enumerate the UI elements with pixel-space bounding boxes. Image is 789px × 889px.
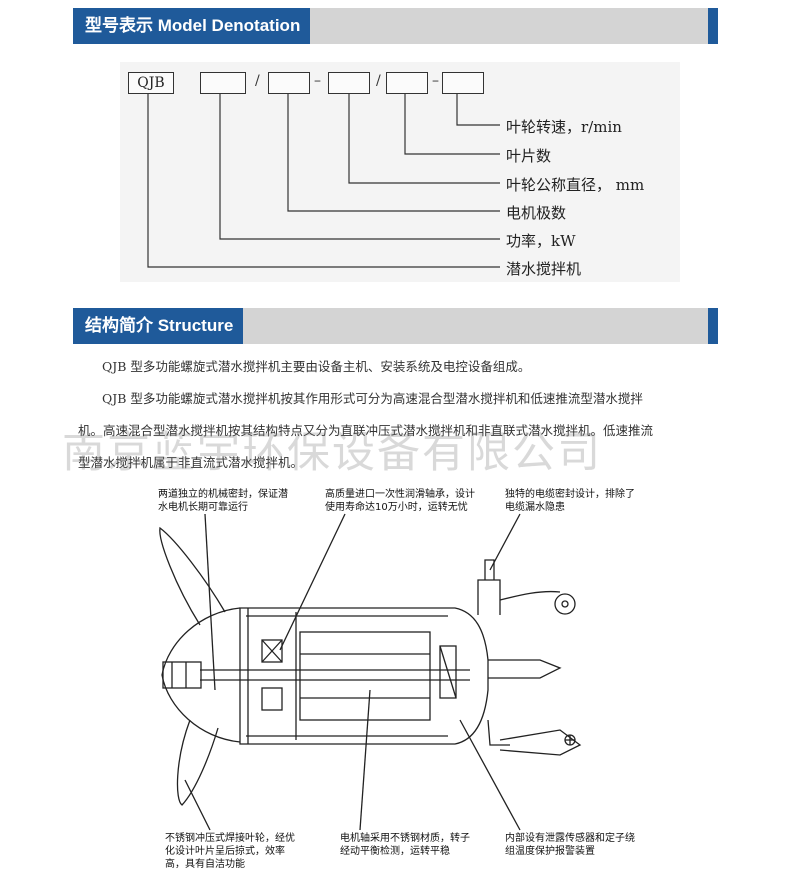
legend-mixer: 潜水搅拌机 [506, 260, 582, 278]
bracket-pivot [554, 593, 576, 615]
separator-slash: / [255, 73, 260, 89]
poles-box [268, 72, 310, 94]
denotation-leader-lines [147, 94, 500, 268]
speed-box [442, 72, 484, 94]
blades-box [386, 72, 428, 94]
power-box [200, 72, 246, 94]
callout-cable-seal: 独特的电缆密封设计，排除了 电缆漏水隐患 [505, 488, 635, 514]
model-denotation-diagram: QJB / – / – 叶轮转速，r/min 叶片数 叶轮公称直径， mm 电机… [120, 62, 680, 282]
stator-core [299, 631, 431, 721]
callout-motor-shaft: 电机轴采用不锈钢材质，转子 经动平衡检测，运转平稳 [340, 832, 470, 858]
structure-header: 结构简介 Structure [73, 308, 718, 344]
watermark: 南京蓝宇环保设备有限公司 [62, 428, 602, 478]
leader-sensors [459, 719, 521, 831]
leader-bearing [279, 513, 346, 651]
impeller-hub [161, 607, 241, 743]
model-denotation-title: 型号表示 Model Denotation [73, 8, 311, 44]
callout-line: 水电机长期可靠运行 [158, 502, 248, 513]
callout-sensors: 内部设有泄露传感器和定子绕 组温度保护报警装置 [505, 832, 635, 858]
impeller-blade-top [159, 526, 226, 626]
callout-line: 电缆漏水隐患 [505, 502, 565, 513]
model-prefix-box: QJB [128, 72, 174, 94]
paragraph-types-line3: 型潜水搅拌机属于非直流式潜水搅拌机。 [78, 455, 304, 470]
callout-line: 组温度保护报警装置 [505, 846, 595, 857]
callout-line: 两道独立的机械密封，保证潜 [158, 489, 288, 500]
callout-mechanical-seal: 两道独立的机械密封，保证潜 水电机长期可靠运行 [158, 488, 288, 514]
callout-line: 高，具有自洁功能 [165, 859, 245, 870]
callout-line: 电机轴采用不锈钢材质，转子 [340, 833, 470, 844]
legend-blade-count: 叶片数 [506, 147, 552, 165]
leader-cable-seal [489, 513, 521, 571]
callout-line: 高质量进口一次性润滑轴承，设计 [325, 489, 475, 500]
callout-bearing: 高质量进口一次性润滑轴承，设计 使用寿命达10万小时，运转无忧 [325, 488, 475, 514]
leader-mechanical-seal [204, 513, 216, 691]
separator-dash: – [432, 73, 439, 89]
callout-line: 内部设有泄露传感器和定子绕 [505, 833, 635, 844]
paragraph-types-line1: QJB 型多功能螺旋式潜水搅拌机按其作用形式可分为高速混合型潜水搅拌机和低速推流… [102, 391, 643, 406]
legend-power: 功率，kW [506, 232, 576, 250]
structure-title: 结构简介 Structure [73, 308, 244, 344]
paragraph-composition: QJB 型多功能螺旋式潜水搅拌机主要由设备主机、安装系统及电控设备组成。 [102, 359, 531, 374]
callout-line: 化设计叶片呈后掠式，效率 [165, 846, 285, 857]
legend-diameter: 叶轮公称直径， mm [506, 176, 645, 194]
leader-shaft [359, 689, 371, 831]
impeller-blade-bottom [176, 719, 219, 806]
separator-dash: – [314, 73, 321, 89]
cable-gland [477, 579, 501, 615]
header-endcap [708, 308, 718, 344]
model-denotation-header: 型号表示 Model Denotation [73, 8, 718, 44]
callout-impeller: 不锈钢冲压式焊接叶轮，经优 化设计叶片呈后掠式，效率 高，具有自洁功能 [165, 832, 295, 871]
rear-bearing [439, 645, 457, 699]
header-endcap [708, 8, 718, 44]
callout-line: 独特的电缆密封设计，排除了 [505, 489, 635, 500]
motor-housing [239, 607, 489, 745]
legend-speed: 叶轮转速，r/min [506, 118, 622, 136]
paragraph-types-line2: 机。高速混合型潜水搅拌机按其结构特点又分为直联冲压式潜水搅拌机和非直联式潜水搅拌… [78, 423, 654, 438]
callout-line: 使用寿命达10万小时，运转无忧 [325, 502, 468, 513]
legend-poles: 电机极数 [506, 204, 567, 222]
diameter-box [328, 72, 370, 94]
callout-line: 经动平衡检测，运转平稳 [340, 846, 450, 857]
hub-nut [162, 661, 202, 689]
callout-line: 不锈钢冲压式焊接叶轮，经优 [165, 833, 295, 844]
leader-impeller [184, 779, 211, 831]
separator-slash: / [376, 73, 381, 89]
